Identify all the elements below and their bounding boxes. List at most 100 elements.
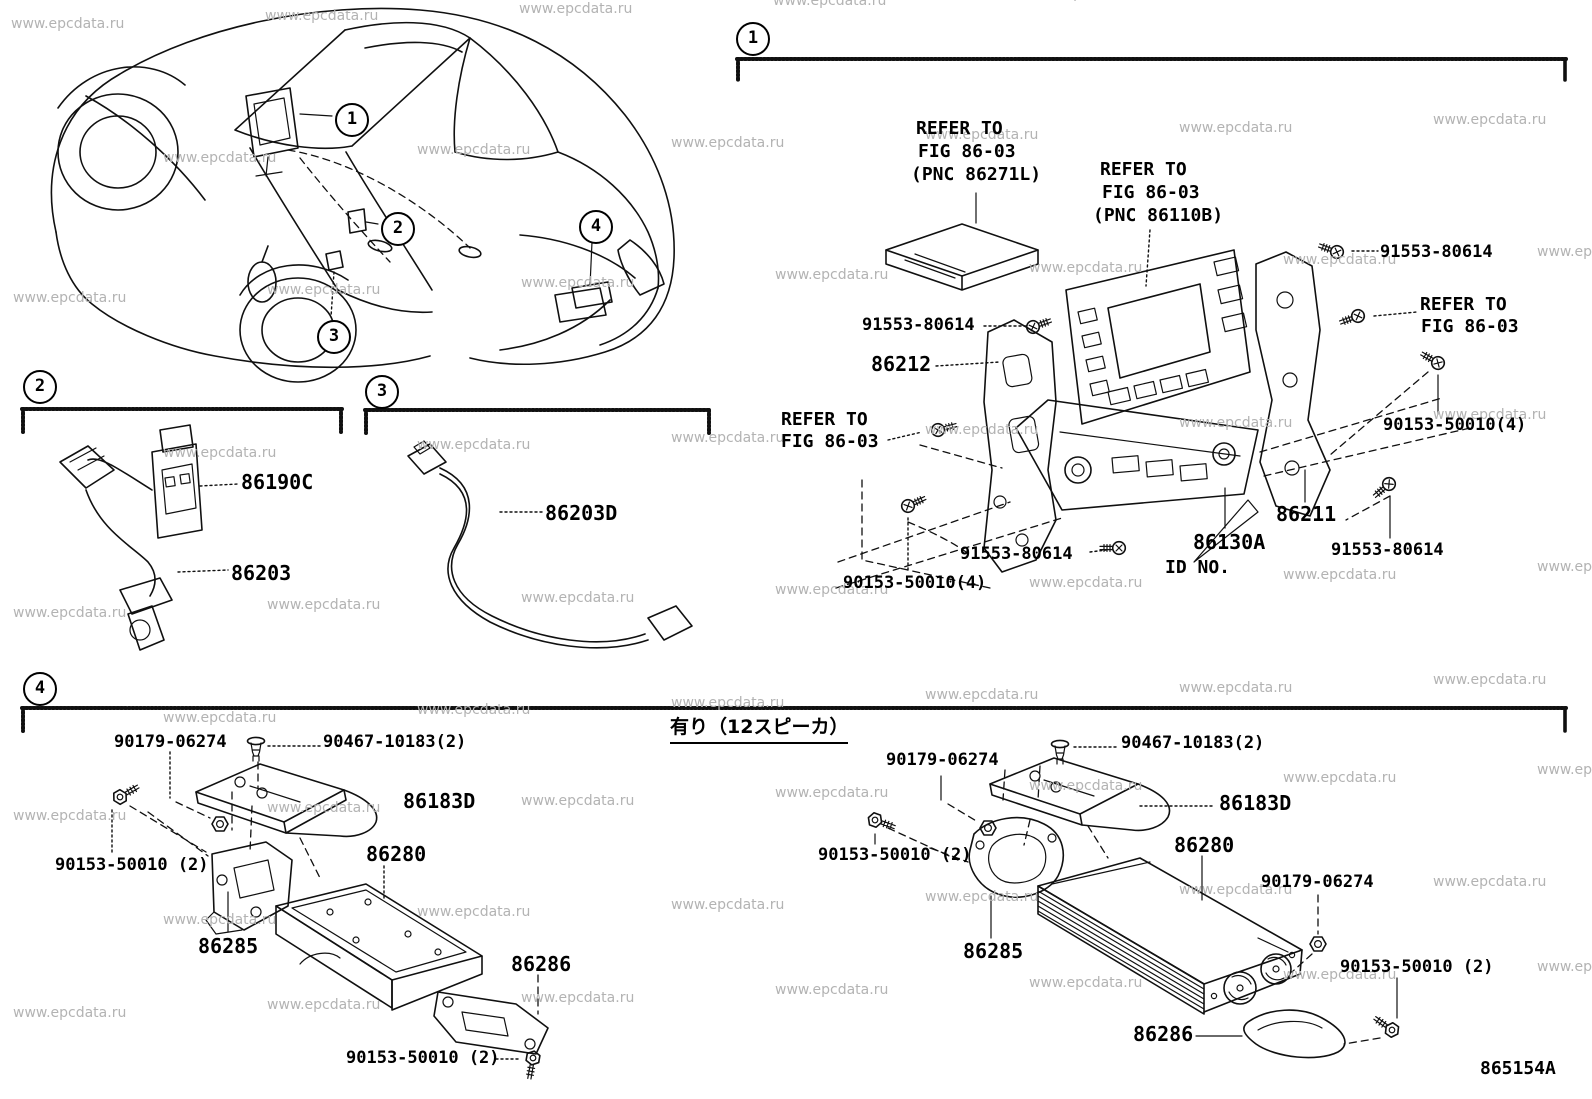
watermark: www.epcdata.ru (417, 904, 531, 920)
watermark: www.epcdata.ru (521, 793, 635, 809)
watermark: www.epcdata.ru (1179, 120, 1293, 136)
watermark: www.epcdata.ru (11, 16, 125, 32)
watermark: www.epcdata.ru (1283, 967, 1397, 983)
part-label-90179-06274-right-b: 90179-06274 (1261, 872, 1374, 892)
part-label-86280-right: 86280 (1174, 833, 1235, 857)
car-callout-3: 3 (317, 320, 351, 354)
watermark: www.epcdata.ru (267, 997, 381, 1013)
part-label-90153-50010-2-left-lower: 90153-50010 (2) (346, 1048, 500, 1068)
part-label-90467-10183-left: 90467-10183(2) (323, 732, 467, 752)
car-callout-4: 4 (579, 210, 613, 244)
watermark: www.epcdata.ru (1029, 975, 1143, 991)
section-callout-2: 2 (23, 370, 57, 404)
refer-note-left-line2: FIG 86-03 (781, 431, 879, 452)
watermark: www.epcdata.ru (1283, 252, 1397, 268)
watermark: www.epcdata.ru (267, 800, 381, 816)
watermark: www.epcdata.ru (267, 597, 381, 613)
watermark: www.epcdata.ru (775, 785, 889, 801)
section-callout-1: 1 (736, 22, 770, 56)
watermark: www.epcdata.ru (1179, 680, 1293, 696)
watermark: www.epcdata.ru (265, 8, 379, 24)
watermark: www.epcdata.ru (519, 1, 633, 17)
part-label-86190c: 86190C (241, 470, 314, 494)
part-label-86183d-left: 86183D (403, 789, 476, 813)
watermark: www.epcdata.ru (671, 430, 785, 446)
watermark: www.epcdata.ru (163, 445, 277, 461)
refer-note-nav-line2: FIG 86-03 (1102, 182, 1200, 203)
watermark: www.epcdata.ru (1537, 959, 1592, 975)
part-label-86183d-right: 86183D (1219, 791, 1292, 815)
car-callout-2: 2 (381, 212, 415, 246)
watermark: www.epcdata.ru (163, 150, 277, 166)
watermark: www.epcdata.ru (163, 710, 277, 726)
watermark: www.epcdata.ru (671, 695, 785, 711)
section-callout-4: 4 (23, 672, 57, 706)
refer-note-nav-line3: (PNC 86110B) (1093, 205, 1224, 226)
diagram-code: 865154A (1480, 1058, 1556, 1079)
part-label-91553-80614-bottom-right: 91553-80614 (1331, 540, 1444, 560)
watermark: www.epcdata.ru (13, 290, 127, 306)
watermark: www.epcdata.ru (773, 0, 887, 9)
watermark: www.epcdata.ru (671, 135, 785, 151)
watermark: www.epcdata.ru (775, 982, 889, 998)
watermark: www.epcdata.ru (775, 267, 889, 283)
part-label-86212: 86212 (871, 352, 932, 376)
watermark: www.epcdata.ru (1433, 874, 1547, 890)
part-label-91553-80614-left: 91553-80614 (862, 315, 975, 335)
refer-note-left-line1: REFER TO (781, 409, 868, 430)
section3-cord (407, 440, 693, 649)
twelve-speaker-note: 有り（12スピーカ） (670, 712, 849, 744)
watermark: www.epcdata.ru (521, 590, 635, 606)
watermark: www.epcdata.ru (417, 437, 531, 453)
part-label-86285-right: 86285 (963, 939, 1024, 963)
part-label-90467-10183-right: 90467-10183(2) (1121, 733, 1265, 753)
watermark: www.epcdata.ru (1027, 0, 1140, 2)
part-label-90153-50010-2-right-mid: 90153-50010 (2) (818, 845, 972, 865)
section4-left-amplifier (109, 736, 549, 1081)
id-no-note: ID NO. (1165, 557, 1231, 578)
watermark: www.epcdata.ru (925, 687, 1039, 703)
watermark: www.epcdata.ru (925, 127, 1039, 143)
watermark: www.epcdata.ru (1283, 770, 1397, 786)
section-brackets (20, 57, 1568, 733)
watermark: www.epcdata.ru (925, 889, 1039, 905)
watermark: www.epcdata.ru (1029, 778, 1143, 794)
part-label-86286-left: 86286 (511, 952, 572, 976)
watermark: www.epcdata.ru (13, 1005, 127, 1021)
part-label-86211: 86211 (1276, 502, 1337, 526)
watermark: www.epcdata.ru (13, 808, 127, 824)
part-label-90179-06274-right-a: 90179-06274 (886, 750, 999, 770)
part-label-90153-50010-4-right: 90153-50010(4) (1383, 415, 1527, 435)
watermark: www.epcdata.ru (925, 422, 1039, 438)
watermark: www.epcdata.ru (1179, 415, 1293, 431)
watermark: www.epcdata.ru (775, 582, 889, 598)
watermark: www.epcdata.ru (417, 702, 531, 718)
refer-note-dvd-line1: REFER TO (916, 118, 1003, 139)
watermark: www.epcdata.ru (417, 142, 531, 158)
watermark: www.epcdata.ru (1283, 567, 1397, 583)
watermark: www.epcdata.ru (163, 912, 277, 928)
refer-note-dvd-line3: (PNC 86271L) (911, 164, 1042, 185)
part-label-86280-left: 86280 (366, 842, 427, 866)
watermark: www.epcdata.ru (1433, 407, 1547, 423)
watermark: www.epcdata.ru (1537, 762, 1592, 778)
part-label-90179-06274-left: 90179-06274 (114, 732, 227, 752)
watermark: www.epcdata.ru (1029, 260, 1143, 276)
watermark: www.epcdata.ru (1433, 112, 1547, 128)
car-illustration (50, 7, 675, 383)
watermark: www.epcdata.ru (13, 605, 127, 621)
part-label-86203: 86203 (231, 561, 292, 585)
part-label-90153-50010-4-left: 90153-50010(4) (843, 573, 987, 593)
section1-head-unit (835, 192, 1471, 589)
part-label-86286-right: 86286 (1133, 1022, 1194, 1046)
watermark: www.epcdata.ru (521, 275, 635, 291)
part-label-86203d: 86203D (545, 501, 618, 525)
car-callout-1: 1 (335, 103, 369, 137)
part-label-90153-50010-2-right-lower: 90153-50010 (2) (1340, 957, 1494, 977)
part-label-86285-left: 86285 (198, 934, 259, 958)
refer-note-dvd-line2: FIG 86-03 (918, 141, 1016, 162)
section2-switch-wire (59, 424, 239, 651)
watermark: www.epcdata.ru (267, 282, 381, 298)
